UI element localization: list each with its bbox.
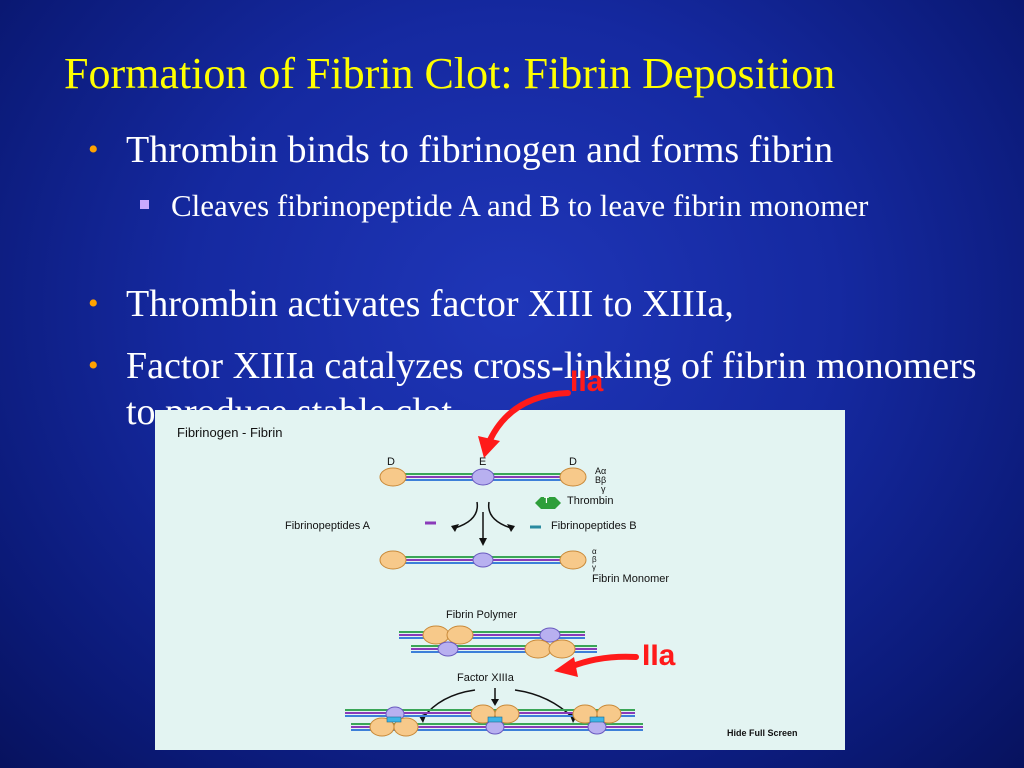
fibrin-monomer-molecule [379,550,587,570]
thrombin-badge-label: T [544,496,549,505]
slide-title: Formation of Fibrin Clot: Fibrin Deposit… [64,49,836,98]
fibrin-diagram-panel: Fibrinogen - Fibrin D E D Aα Bβ γ T Thro… [155,410,845,750]
chain-label-alpha: Aα [595,466,607,476]
crosslinked-fibrin [345,704,643,737]
factor-xiiia-label: Factor XIIIa [457,672,514,684]
fibrinopeptides-a-label: Fibrinopeptides A [285,520,370,532]
label-d-left: D [387,456,395,468]
square-bullet-icon [140,200,149,209]
bullet-marker: • [88,349,99,382]
fibrin-polymer-label: Fibrin Polymer [446,609,517,621]
thrombin-icon [535,497,561,509]
monomer-chain-gamma: γ [592,563,596,572]
label-e: E [479,456,487,468]
chain-label-beta: Bβ [595,475,607,485]
fibrin-monomer-label: Fibrin Monomer [592,573,670,585]
bullet-marker: • [88,133,99,166]
fibrinogen-molecule [379,467,587,487]
iia-annotation-top: IIa [570,365,604,398]
bullet-2-text: Thrombin activates factor XIII to XIIIa, [126,283,734,325]
fibrin-polymer-molecule [399,625,597,659]
split-arrows [454,501,512,540]
label-d-right: D [569,456,577,468]
bullet-marker: • [88,287,99,320]
iia-annotation-mid: IIa [642,639,676,672]
fibrinopeptides-b-label: Fibrinopeptides B [551,520,637,532]
monomer-chain-beta: β [592,555,597,564]
hide-full-screen-button[interactable]: Hide Full Screen [727,728,798,738]
diagram-title: Fibrinogen - Fibrin [177,425,283,440]
thrombin-label: Thrombin [567,495,614,507]
monomer-chain-alpha: α [592,547,597,556]
bullet-1-text: Thrombin binds to fibrinogen and forms f… [126,129,834,171]
chain-label-gamma: γ [601,484,606,494]
sub-bullet-1-text: Cleaves fibrinopeptide A and B to leave … [171,188,869,223]
fibrin-diagram-graphic [345,467,643,737]
